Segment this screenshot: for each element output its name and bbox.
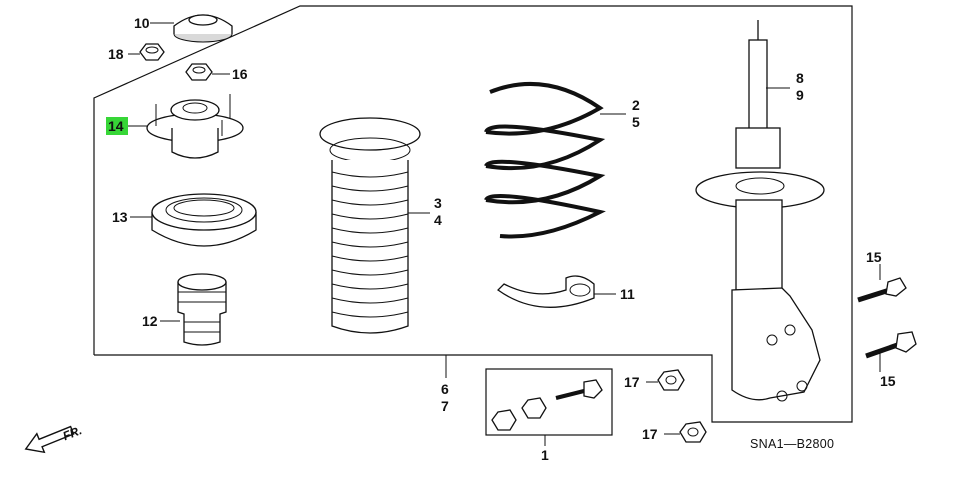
callout-2[interactable]: 2 — [632, 97, 640, 113]
part-16-nut[interactable] — [185, 63, 213, 81]
part-18-nut[interactable] — [139, 43, 165, 61]
part-14-strut-mount[interactable] — [146, 94, 244, 159]
part-10-cap[interactable] — [173, 14, 233, 43]
callout-14[interactable]: 14 — [108, 118, 124, 134]
part-2-5-coil-spring[interactable] — [484, 82, 606, 239]
callout-5[interactable]: 5 — [632, 114, 640, 130]
callout-7[interactable]: 7 — [441, 398, 449, 414]
front-marker-label: FR. — [61, 423, 84, 443]
part-12-bump-stop[interactable] — [177, 273, 227, 346]
part-1-bolt-set[interactable] — [491, 379, 603, 431]
part-17-nut-upper[interactable] — [657, 369, 685, 391]
callout-11[interactable]: 11 — [620, 286, 635, 302]
callout-17-lower[interactable]: 17 — [642, 426, 658, 442]
callout-17-upper[interactable]: 17 — [624, 374, 640, 390]
part-15-bolt-lower[interactable] — [865, 331, 917, 359]
bolt-set-frame — [485, 368, 613, 436]
callout-12[interactable]: 12 — [142, 313, 158, 329]
part-17-nut-lower[interactable] — [679, 421, 707, 443]
catalog-code: SNA1—B2800 — [750, 437, 834, 451]
part-13-bearing[interactable] — [151, 193, 257, 247]
part-8-9-strut-damper[interactable] — [695, 20, 825, 402]
leader-lines — [128, 22, 881, 446]
callout-13[interactable]: 13 — [112, 209, 128, 225]
callout-9[interactable]: 9 — [796, 87, 804, 103]
callout-3[interactable]: 3 — [434, 195, 442, 211]
callout-10[interactable]: 10 — [134, 15, 150, 31]
front-arrow-icon — [24, 425, 75, 454]
callout-4[interactable]: 4 — [434, 212, 442, 228]
part-11-spring-seat[interactable] — [496, 275, 595, 308]
callout-6[interactable]: 6 — [441, 381, 449, 397]
callout-15-lower[interactable]: 15 — [880, 373, 896, 389]
callout-1[interactable]: 1 — [541, 447, 549, 463]
part-15-bolt-upper[interactable] — [857, 277, 907, 303]
callout-15-upper[interactable]: 15 — [866, 249, 882, 265]
highlight-callout-14 — [106, 117, 128, 135]
assembly-frame — [93, 5, 853, 423]
part-3-4-dust-boot[interactable] — [319, 117, 421, 334]
callout-18[interactable]: 18 — [108, 46, 124, 62]
callout-8[interactable]: 8 — [796, 70, 804, 86]
callout-16[interactable]: 16 — [232, 66, 248, 82]
